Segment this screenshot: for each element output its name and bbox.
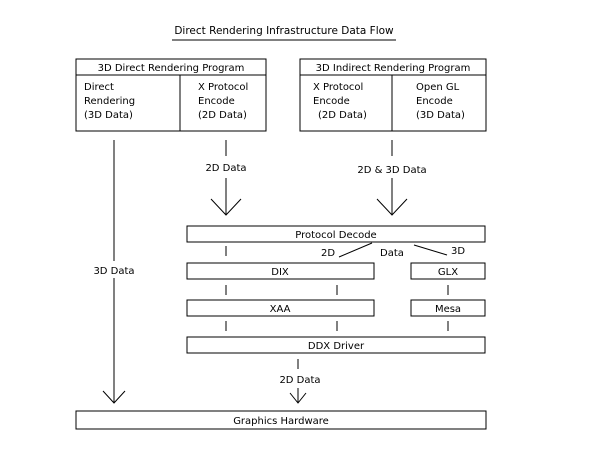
ddx-2d-data-label: 2D Data xyxy=(279,375,320,386)
protocol-decode-split: 2D Data 3D xyxy=(225,242,465,259)
opengl-encode-line-3: (3D Data) xyxy=(416,110,465,121)
split-line-2d xyxy=(338,242,373,258)
direct-2d-data-label: 2D Data xyxy=(205,163,246,174)
direct-rendering-line-1: Direct xyxy=(84,82,114,93)
indirect-x-protocol-line-1: X Protocol xyxy=(313,82,363,93)
ddx-2d-arrowhead xyxy=(289,392,307,404)
indirect-program-header: 3D Indirect Rendering Program xyxy=(316,63,471,74)
direct-x-protocol-line-2: Encode xyxy=(198,96,235,107)
protocol-decode-box xyxy=(186,225,486,243)
direct-3d-data-arrow: 3D Data xyxy=(93,140,135,404)
indirect-program-box xyxy=(299,58,487,132)
xaa-box xyxy=(186,299,375,317)
opengl-encode-line-1: Open GL xyxy=(416,82,460,93)
ddx-driver-box xyxy=(186,336,486,354)
direct-x-protocol-line-3: (2D Data) xyxy=(198,110,247,121)
opengl-encode-line-2: Encode xyxy=(416,96,453,107)
indirect-2d-3d-data-arrow: 2D & 3D Data xyxy=(357,140,427,216)
direct-program-header: 3D Direct Rendering Program xyxy=(98,63,245,74)
mesa-label: Mesa xyxy=(435,304,461,315)
indirect-x-protocol-line-3: (2D Data) xyxy=(318,110,367,121)
indirect-rendering-program: 3D Indirect Rendering Program X Protocol… xyxy=(299,58,487,132)
direct-3d-data-label: 3D Data xyxy=(93,266,134,277)
mesa-box xyxy=(410,299,486,317)
indirect-2d-3d-data-label: 2D & 3D Data xyxy=(357,165,426,176)
direct-2d-data-arrow: 2D Data xyxy=(205,140,247,216)
direct-rendering-line-3: (3D Data) xyxy=(84,110,133,121)
split-3d-label: 3D xyxy=(451,246,465,257)
direct-rendering-program: 3D Direct Rendering Program Direct Rende… xyxy=(75,58,267,132)
indirect-arrowhead xyxy=(376,198,408,216)
direct-rendering-line-2: Rendering xyxy=(84,96,135,107)
dix-box xyxy=(186,262,375,280)
glx-box xyxy=(410,262,486,280)
xaa-label: XAA xyxy=(270,304,291,315)
split-line-3d xyxy=(413,244,448,256)
glx-label: GLX xyxy=(438,267,458,278)
direct-program-box xyxy=(75,58,267,132)
graphics-hardware-label: Graphics Hardware xyxy=(233,416,329,427)
dix-label: DIX xyxy=(271,267,289,278)
ddx-driver-label: DDX Driver xyxy=(308,341,365,352)
ddx-2d-data-arrow: 2D Data xyxy=(279,359,321,404)
diagram-title: Direct Rendering Infrastructure Data Flo… xyxy=(174,25,394,37)
direct-2d-arrowhead xyxy=(210,198,242,216)
indirect-x-protocol-line-2: Encode xyxy=(313,96,350,107)
direct-3d-arrowhead xyxy=(102,390,126,404)
protocol-decode-label: Protocol Decode xyxy=(295,230,376,241)
split-2d-label: 2D xyxy=(321,248,335,259)
direct-x-protocol-line-1: X Protocol xyxy=(198,82,248,93)
graphics-hardware-box xyxy=(75,410,487,430)
split-data-label: Data xyxy=(380,248,404,259)
